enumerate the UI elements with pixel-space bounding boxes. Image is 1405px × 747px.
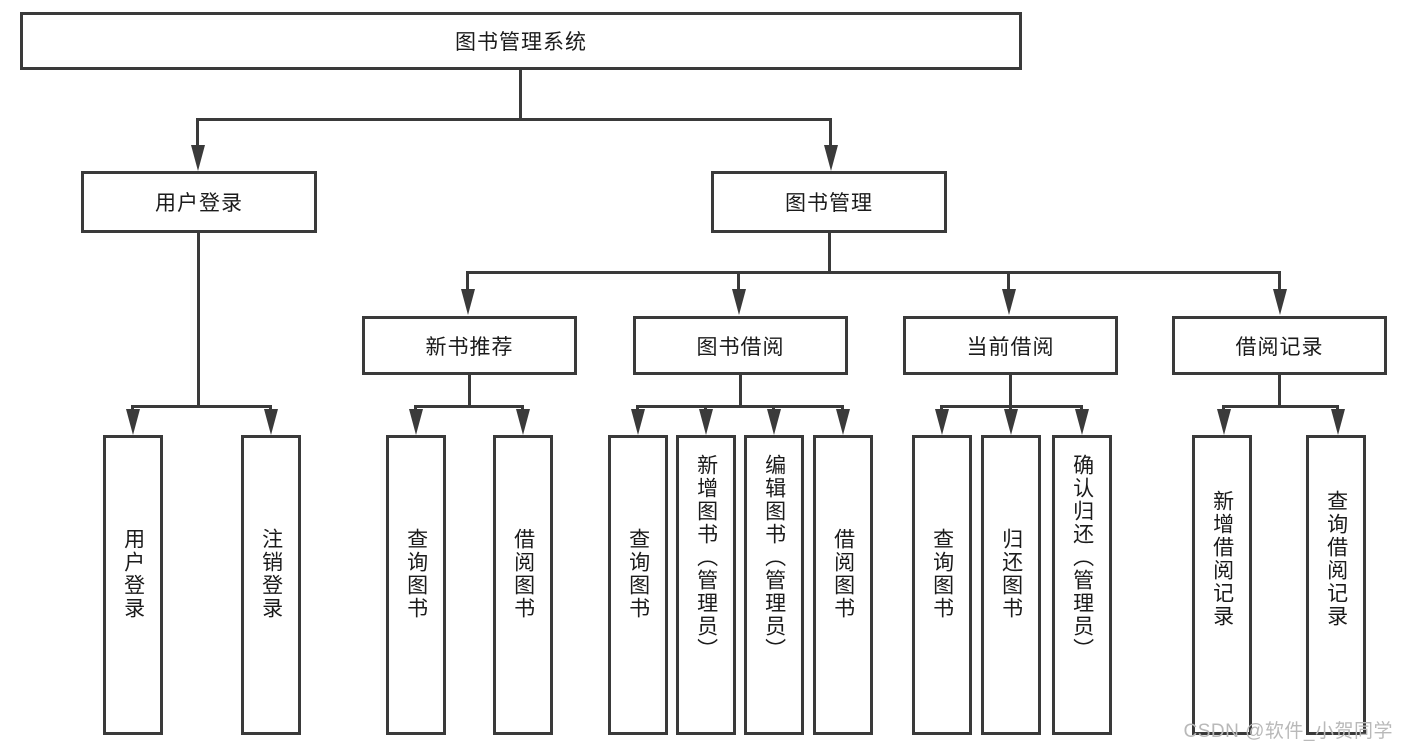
arrowhead-user-login <box>191 145 205 171</box>
connector-book-management-bus <box>466 271 1281 274</box>
connector-nbr-bus <box>414 405 524 408</box>
arrowhead-nbr-leaf-2 <box>516 409 530 435</box>
node-label: 图书借阅 <box>696 335 785 359</box>
node-label: 新书推荐 <box>425 335 514 359</box>
leaf-query-borrow-record[interactable]: 查询借阅记录 <box>1306 435 1366 735</box>
connector-bb-drop-1 <box>636 405 639 411</box>
node-user-login[interactable]: 用户登录 <box>81 171 317 233</box>
connector-br-bus <box>1222 405 1339 408</box>
csdn-watermark: CSDN @软件_小贺同学 <box>1183 721 1393 742</box>
connector-bb-drop-3 <box>772 405 775 411</box>
connector-nbr-stem <box>468 375 471 407</box>
leaf-label: 新增借阅记录 <box>1210 490 1234 628</box>
leaf-borrow-book-recommend[interactable]: 借阅图书 <box>493 435 553 735</box>
node-root-book-management-system[interactable]: 图书管理系统 <box>20 12 1022 70</box>
node-new-book-recommend[interactable]: 新书推荐 <box>362 316 577 375</box>
connector-user-login-drop-2 <box>269 405 272 411</box>
connector-nbr-drop-2 <box>521 405 524 411</box>
connector-user-login-bus <box>131 405 271 408</box>
connector-book-management-stem <box>828 233 831 273</box>
leaf-borrow-book[interactable]: 借阅图书 <box>813 435 873 735</box>
leaf-label: 新增图书（管理员） <box>694 454 718 661</box>
connector-br-drop-1 <box>1222 405 1225 411</box>
leaf-add-book-admin[interactable]: 新增图书（管理员） <box>676 435 736 735</box>
leaf-logout[interactable]: 注销登录 <box>241 435 301 735</box>
arrowhead-leaf-logout <box>264 409 278 435</box>
connector-bb-stem <box>739 375 742 407</box>
connector-bm-drop-4 <box>1278 271 1281 291</box>
connector-bb-drop-2 <box>704 405 707 411</box>
leaf-add-borrow-record[interactable]: 新增借阅记录 <box>1192 435 1252 735</box>
leaf-label: 注销登录 <box>259 528 283 620</box>
leaf-edit-book-admin[interactable]: 编辑图书（管理员） <box>744 435 804 735</box>
leaf-label: 归还图书 <box>999 528 1023 620</box>
connector-br-drop-2 <box>1336 405 1339 411</box>
arrowhead-bb-leaf-4 <box>836 409 850 435</box>
connector-cb-stem <box>1009 375 1012 407</box>
leaf-label: 查询借阅记录 <box>1324 490 1348 628</box>
arrowhead-current-borrow <box>1002 289 1016 315</box>
leaf-label: 借阅图书 <box>511 528 535 620</box>
arrowhead-leaf-user-login <box>126 409 140 435</box>
connector-root-to-book-management <box>829 118 832 146</box>
node-current-borrow[interactable]: 当前借阅 <box>903 316 1118 375</box>
connector-bb-bus <box>636 405 844 408</box>
node-book-borrow[interactable]: 图书借阅 <box>633 316 848 375</box>
arrowhead-bb-leaf-1 <box>631 409 645 435</box>
leaf-label: 借阅图书 <box>831 528 855 620</box>
node-borrow-record[interactable]: 借阅记录 <box>1172 316 1387 375</box>
connector-br-stem <box>1278 375 1281 407</box>
connector-root-stem <box>519 70 522 120</box>
arrowhead-book-borrow <box>732 289 746 315</box>
leaf-query-book-borrow[interactable]: 查询图书 <box>608 435 668 735</box>
node-label: 当前借阅 <box>966 335 1055 359</box>
node-label: 图书管理 <box>785 192 873 215</box>
arrowhead-cb-leaf-2 <box>1004 409 1018 435</box>
connector-cb-drop-2 <box>1009 405 1012 411</box>
arrowhead-borrow-record <box>1273 289 1287 315</box>
leaf-label: 查询图书 <box>626 528 650 620</box>
arrowhead-cb-leaf-1 <box>935 409 949 435</box>
connector-user-login-drop-1 <box>131 405 134 411</box>
arrowhead-new-book-recommend <box>461 289 475 315</box>
leaf-label: 用户登录 <box>121 528 145 620</box>
connector-bm-drop-3 <box>1007 271 1010 291</box>
leaf-label: 编辑图书（管理员） <box>762 454 786 661</box>
connector-root-bus <box>196 118 832 121</box>
arrowhead-cb-leaf-3 <box>1075 409 1089 435</box>
arrowhead-book-management <box>824 145 838 171</box>
arrowhead-br-leaf-2 <box>1331 409 1345 435</box>
node-label: 借阅记录 <box>1235 335 1324 359</box>
connector-cb-drop-3 <box>1080 405 1083 411</box>
leaf-query-book-current[interactable]: 查询图书 <box>912 435 972 735</box>
leaf-label: 查询图书 <box>404 528 428 620</box>
leaf-user-login[interactable]: 用户登录 <box>103 435 163 735</box>
connector-bb-drop-4 <box>841 405 844 411</box>
leaf-confirm-return-admin[interactable]: 确认归还（管理员） <box>1052 435 1112 735</box>
leaf-return-book[interactable]: 归还图书 <box>981 435 1041 735</box>
arrowhead-nbr-leaf-1 <box>409 409 423 435</box>
connector-nbr-drop-1 <box>414 405 417 411</box>
connector-user-login-stem <box>197 233 200 407</box>
arrowhead-bb-leaf-3 <box>767 409 781 435</box>
connector-bm-drop-2 <box>737 271 740 291</box>
arrowhead-br-leaf-1 <box>1217 409 1231 435</box>
leaf-query-book-recommend[interactable]: 查询图书 <box>386 435 446 735</box>
node-book-management[interactable]: 图书管理 <box>711 171 947 233</box>
leaf-label: 查询图书 <box>930 528 954 620</box>
node-label: 图书管理系统 <box>455 31 587 54</box>
leaf-label: 确认归还（管理员） <box>1070 454 1094 661</box>
connector-cb-drop-1 <box>940 405 943 411</box>
connector-root-to-user-login <box>196 118 199 146</box>
connector-bm-drop-1 <box>466 271 469 291</box>
arrowhead-bb-leaf-2 <box>699 409 713 435</box>
node-label: 用户登录 <box>155 192 243 215</box>
